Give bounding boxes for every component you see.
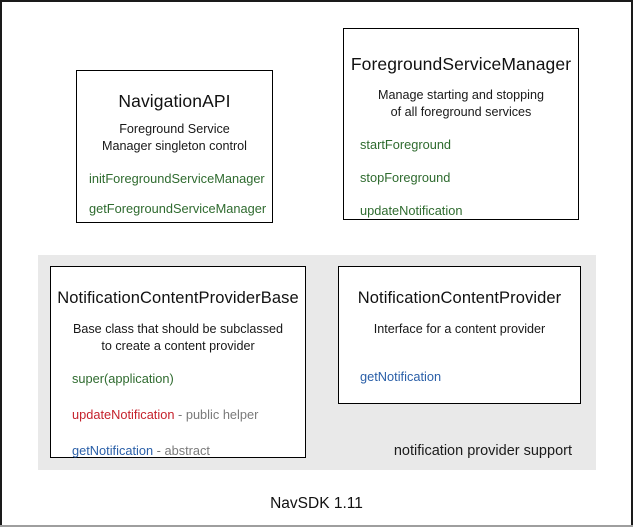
class-description: Manage starting and stopping of all fore… (344, 87, 578, 121)
class-member[interactable]: getNotification (360, 369, 442, 384)
class-member-list: initForegroundServiceManager getForegrou… (89, 171, 267, 233)
class-description-line: Manager singleton control (102, 139, 247, 153)
class-description: Interface for a content provider (339, 321, 580, 338)
footer-caption: NavSDK 1.11 (270, 495, 363, 512)
class-member[interactable]: super(application) (72, 371, 258, 386)
group-label: notification provider support (393, 443, 572, 459)
class-title: ForegroundServiceManager (350, 54, 572, 74)
member-name: getForegroundServiceManager (89, 200, 267, 216)
member-name: startForeground (360, 137, 452, 152)
frame-top-border (0, 0, 633, 2)
class-member[interactable]: updateNotification (360, 202, 463, 218)
class-description: Base class that should be subclassed to … (51, 321, 305, 355)
class-member-list: getNotification (360, 369, 442, 384)
class-box-notification-content-provider[interactable]: NotificationContentProvider Interface fo… (338, 266, 581, 404)
class-description-line: Foreground Service (119, 122, 230, 136)
class-member[interactable]: getForegroundServiceManager (89, 200, 267, 216)
class-member[interactable]: stopForeground (360, 169, 462, 185)
frame-bottom-border (0, 525, 633, 527)
class-description-line: to create a content provider (101, 339, 255, 353)
class-description-line: Base class that should be subclassed (72, 322, 284, 336)
class-title: NavigationAPI (118, 91, 231, 111)
class-member[interactable]: getNotification - abstract (72, 442, 258, 458)
frame-right-border (631, 0, 633, 525)
member-name: initForegroundServiceManager (89, 171, 265, 186)
class-box-notification-content-provider-base[interactable]: NotificationContentProviderBase Base cla… (50, 266, 306, 458)
class-description: Foreground Service Manager singleton con… (77, 121, 272, 155)
class-description-line: Manage starting and stopping (378, 88, 544, 102)
member-note: - abstract (153, 442, 210, 458)
class-member[interactable]: startForeground (360, 137, 462, 152)
class-title: NotificationContentProvider (357, 289, 562, 307)
member-note: - public helper (174, 406, 259, 422)
class-member-list: startForeground stopForeground updateNot… (360, 137, 463, 237)
class-member[interactable]: updateNotification - public helper (72, 406, 259, 422)
member-name: super(application) (72, 371, 174, 386)
class-member-list: super(application) updateNotification - … (72, 371, 259, 480)
class-box-foreground-service-manager[interactable]: ForegroundServiceManager Manage starting… (343, 28, 579, 220)
class-title: NotificationContentProviderBase (57, 289, 299, 307)
class-description-line: Interface for a content provider (373, 322, 546, 336)
member-name: updateNotification (360, 202, 463, 218)
member-name: stopForeground (360, 169, 451, 185)
member-name: getNotification (72, 442, 154, 458)
class-member[interactable]: initForegroundServiceManager (89, 171, 266, 186)
class-description-line: of all foreground services (390, 105, 532, 119)
member-name: getNotification (360, 369, 442, 384)
class-box-navigation-api[interactable]: NavigationAPI Foreground Service Manager… (76, 70, 273, 223)
member-name: updateNotification (72, 406, 175, 422)
frame-left-border (0, 0, 2, 525)
